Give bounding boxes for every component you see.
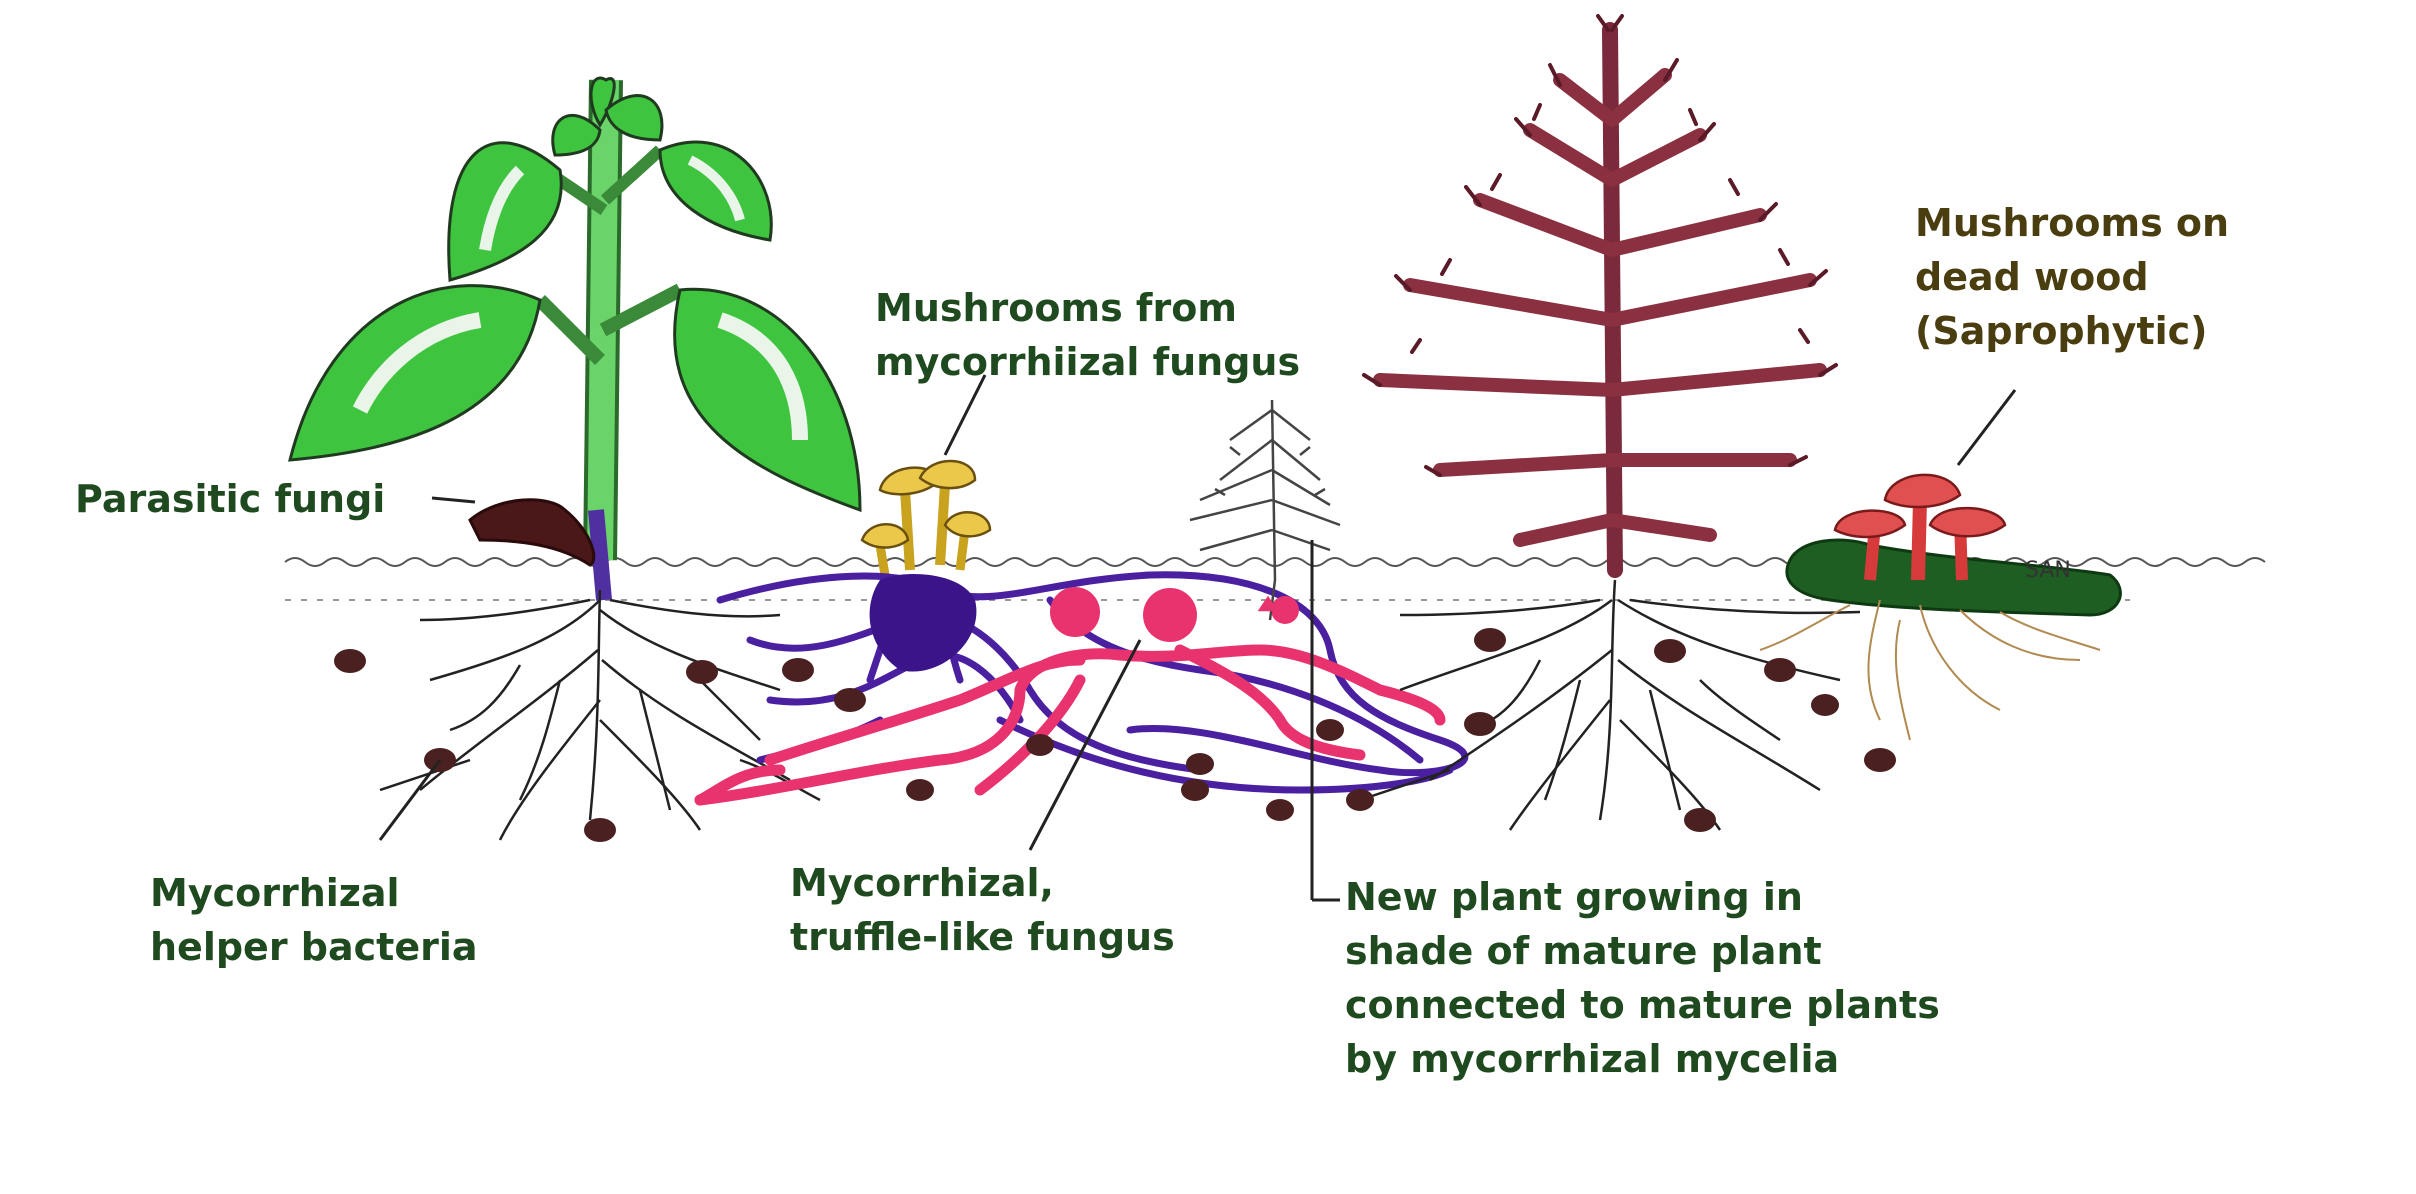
label-line: truffle-like fungus <box>790 910 1175 964</box>
label-line: helper bacteria <box>150 920 478 974</box>
label-helper-bacteria: Mycorrhizal helper bacteria <box>150 866 478 974</box>
label-line: (Saprophytic) <box>1915 304 2229 358</box>
parasitic-fungi-blob <box>470 500 594 565</box>
leaf <box>449 143 562 280</box>
truffle-body <box>1050 587 1100 637</box>
parasitic-fungi-pointer <box>432 498 475 502</box>
leaf <box>660 142 771 240</box>
leaf <box>290 286 540 460</box>
label-parasitic-fungi: Parasitic fungi <box>75 472 385 526</box>
label-mushrooms-dead-wood: Mushrooms on dead wood (Saprophytic) <box>1915 196 2229 358</box>
artist-signature: SAN <box>2025 558 2071 583</box>
leaf <box>675 289 860 510</box>
label-line: Mycorrhizal, <box>790 856 1175 910</box>
label-line: Mushrooms on <box>1915 196 2229 250</box>
mature-tree <box>1364 16 1836 570</box>
saprophytic-pointer <box>1958 390 2015 465</box>
label-new-plant: New plant growing in shade of mature pla… <box>1345 870 1940 1086</box>
label-line: connected to mature plants <box>1345 978 1940 1032</box>
label-line: New plant growing in <box>1345 870 1940 924</box>
label-line: shade of mature plant <box>1345 924 1940 978</box>
helper-bacteria-pointer <box>380 760 440 840</box>
truffle-body <box>1143 588 1197 642</box>
truffle-fungus <box>700 587 1440 800</box>
label-line: Mycorrhizal <box>150 866 478 920</box>
label-truffle-fungus: Mycorrhizal, truffle-like fungus <box>790 856 1175 964</box>
label-line: mycorrhiizal fungus <box>875 335 1300 389</box>
green-plant-roots <box>380 590 820 840</box>
label-line: by mycorrhizal mycelia <box>1345 1032 1940 1086</box>
dead-wood-roots <box>1760 600 2100 740</box>
label-line: dead wood <box>1915 250 2229 304</box>
label-mushrooms-mycorrhizal: Mushrooms from mycorrhiizal fungus <box>875 281 1300 389</box>
label-line: Mushrooms from <box>875 281 1300 335</box>
